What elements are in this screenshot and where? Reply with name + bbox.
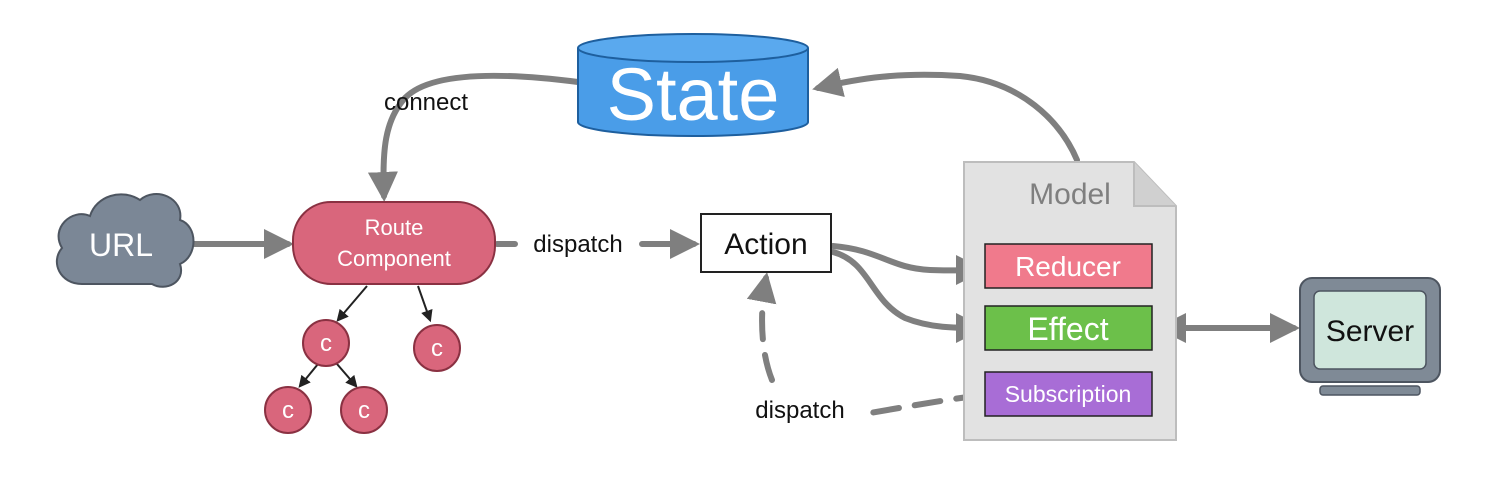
reducer-label: Reducer <box>1015 251 1121 282</box>
effect-label: Effect <box>1027 311 1108 347</box>
child-component-label: c <box>358 397 370 424</box>
dispatch-to-action-dashed <box>746 272 777 383</box>
child-components: c c c c <box>264 319 461 434</box>
server-node: Server <box>1299 277 1441 396</box>
url-label: URL <box>89 227 153 263</box>
model-title: Model <box>1029 178 1111 211</box>
child-component: c <box>413 324 461 372</box>
route-component-line1: Route <box>365 215 424 240</box>
dispatch-subscription-label: dispatch <box>755 397 844 424</box>
action-label: Action <box>724 228 807 261</box>
child-component-label: c <box>320 330 332 357</box>
effect-box: Effect <box>984 305 1153 351</box>
child-component: c <box>340 386 388 434</box>
model-node: Model Reducer Effect Subscription <box>963 161 1177 441</box>
child-component: c <box>264 386 312 434</box>
state-label: State <box>607 53 780 136</box>
child-edges <box>298 285 433 388</box>
connect-label: connect <box>384 89 468 116</box>
child-component: c <box>302 319 350 367</box>
route-component-node: Route Component <box>292 201 496 285</box>
action-to-effect-arrow <box>830 249 986 343</box>
edges <box>180 67 1300 416</box>
child-component-label: c <box>431 335 443 362</box>
subscription-box: Subscription <box>984 371 1153 417</box>
state-node: State <box>577 33 809 137</box>
model-to-state-arrow <box>812 67 1080 163</box>
url-cloud: URL <box>55 193 195 288</box>
reducer-box: Reducer <box>984 243 1153 289</box>
dispatch-route-label: dispatch <box>533 231 622 258</box>
child-component-label: c <box>282 397 294 424</box>
server-label: Server <box>1326 315 1414 348</box>
subscription-label: Subscription <box>1005 381 1132 407</box>
connect-arrow <box>367 72 581 202</box>
action-node: Action <box>700 213 832 273</box>
route-component-line2: Component <box>337 246 451 271</box>
